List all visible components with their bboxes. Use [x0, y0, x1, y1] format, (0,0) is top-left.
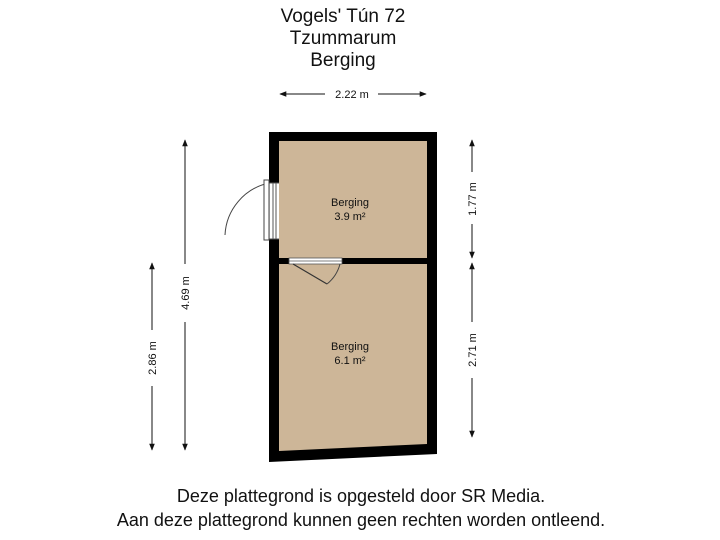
room-floor-lower — [279, 264, 427, 451]
dimension-top-width: 2.22 m — [279, 89, 427, 101]
floor-title: Berging — [310, 50, 376, 71]
room-label-lower-name: Berging — [331, 341, 369, 353]
city-title: Tzummarum — [289, 28, 397, 49]
room-label-upper-name: Berging — [331, 197, 369, 209]
disclaimer-footer: Deze plattegrond is opgesteld door SR Me… — [0, 484, 720, 532]
room-label-lower-area: 6.1 m² — [334, 355, 366, 367]
room-label-upper-area: 3.9 m² — [334, 211, 366, 223]
dimension-right-upper: 1.77 m — [467, 139, 479, 259]
plan-title-block: Vogels' Tún 72 Tzummarum Berging — [0, 6, 686, 72]
room-floor-upper — [279, 141, 427, 258]
dimension-overall-height: 4.69 m — [180, 139, 192, 451]
dimension-left-lower-label: 2.86 m — [147, 341, 159, 375]
exterior-door-opening — [269, 183, 279, 239]
dimension-right-upper-label: 1.77 m — [467, 182, 479, 216]
exterior-door-swing — [224, 179, 270, 241]
disclaimer-line-2: Aan deze plattegrond kunnen geen rechten… — [116, 510, 606, 530]
dimension-overall-height-label: 4.69 m — [180, 276, 192, 310]
dimension-left-lower: 2.86 m — [147, 262, 159, 451]
address-title: Vogels' Tún 72 — [280, 6, 406, 27]
dimension-top-width-label: 2.22 m — [335, 89, 369, 101]
dimension-right-lower: 2.71 m — [467, 262, 479, 438]
interior-door-swing — [292, 263, 341, 285]
dimension-right-lower-label: 2.71 m — [467, 333, 479, 367]
disclaimer-line-1: Deze plattegrond is opgesteld door SR Me… — [176, 486, 546, 506]
